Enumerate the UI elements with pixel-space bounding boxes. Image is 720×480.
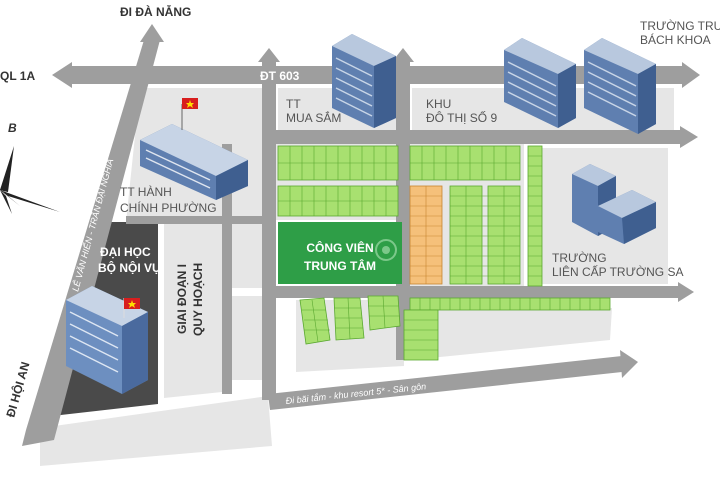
label-mall-1: TT xyxy=(286,97,301,111)
park-area xyxy=(278,222,402,284)
label-admin-2: CHÍNH PHƯỜNG xyxy=(120,200,217,215)
mall-building xyxy=(332,34,396,128)
arrow-ql1a xyxy=(52,62,72,88)
block-bottom-left xyxy=(40,396,272,466)
label-planning-1: QUY HOẠCH xyxy=(191,263,205,336)
urban-building-1 xyxy=(504,38,576,128)
school-building xyxy=(572,164,656,244)
road-v1 xyxy=(262,60,276,400)
lot-grid-3 xyxy=(409,185,521,285)
label-hoi-an: ĐI HỘI AN xyxy=(2,360,32,419)
arrow-v2-north xyxy=(392,48,414,62)
urban-building-2 xyxy=(584,38,656,134)
label-school-2: LIÊN CẤP TRƯỜNG SA xyxy=(552,264,683,279)
road-v2 xyxy=(396,60,410,360)
label-mall-2: MUA SẮM xyxy=(286,110,341,125)
lot-grid-2 xyxy=(409,145,543,287)
park-roundabout xyxy=(375,239,397,261)
lot-grid-5 xyxy=(299,295,401,345)
arrow-h2-east xyxy=(680,126,698,148)
arrow-beach xyxy=(620,350,638,378)
road-beach xyxy=(268,356,622,410)
lots xyxy=(277,145,611,361)
label-university-1: ĐẠI HỌC xyxy=(100,245,151,259)
lot-grid-1 xyxy=(277,145,399,217)
park-label-2: TRUNG TÂM xyxy=(304,258,376,273)
block-planning xyxy=(164,222,222,398)
lot-grid-4 xyxy=(403,297,611,361)
park-label-1: CÔNG VIÊN xyxy=(306,240,373,255)
label-admin-1: TT HÀNH xyxy=(120,184,172,199)
university-building xyxy=(66,286,148,394)
arrow-v1-north xyxy=(258,48,280,62)
label-ql1a: QL 1A xyxy=(0,69,35,83)
block-bottom-right xyxy=(410,308,612,360)
central-park: CÔNG VIÊN TRUNG TÂM xyxy=(278,222,402,284)
label-urban-1: KHU xyxy=(426,97,451,111)
arrow-da-nang xyxy=(140,24,164,42)
block-small-2 xyxy=(232,296,262,380)
road-v3 xyxy=(222,144,232,394)
road-h2 xyxy=(262,130,682,144)
compass-north-label: B xyxy=(8,121,17,135)
road-h3 xyxy=(262,286,682,298)
label-university-2: BỘ NỘI VỤ xyxy=(98,260,161,275)
label-school-1: TRƯỜNG xyxy=(552,250,607,265)
block-small-1 xyxy=(232,222,262,288)
arrow-dt603-east xyxy=(682,62,700,88)
admin-building xyxy=(140,98,248,200)
label-bach-khoa-1: TRƯỜNG TRUNG xyxy=(640,18,720,33)
road-h-admin xyxy=(126,216,266,224)
label-dt603: ĐT 603 xyxy=(260,69,300,83)
label-da-nang: ĐI ĐÀ NẴNG xyxy=(120,4,191,19)
label-planning-2: GIAI ĐOẠN I xyxy=(175,264,189,334)
compass-icon: B xyxy=(0,121,60,214)
label-bach-khoa-2: BÁCH KHOA xyxy=(640,32,711,47)
label-urban-2: ĐÔ THỊ SỐ 9 xyxy=(426,110,497,125)
road-main-diagonal xyxy=(22,40,160,446)
arrow-h3-east xyxy=(678,282,694,302)
